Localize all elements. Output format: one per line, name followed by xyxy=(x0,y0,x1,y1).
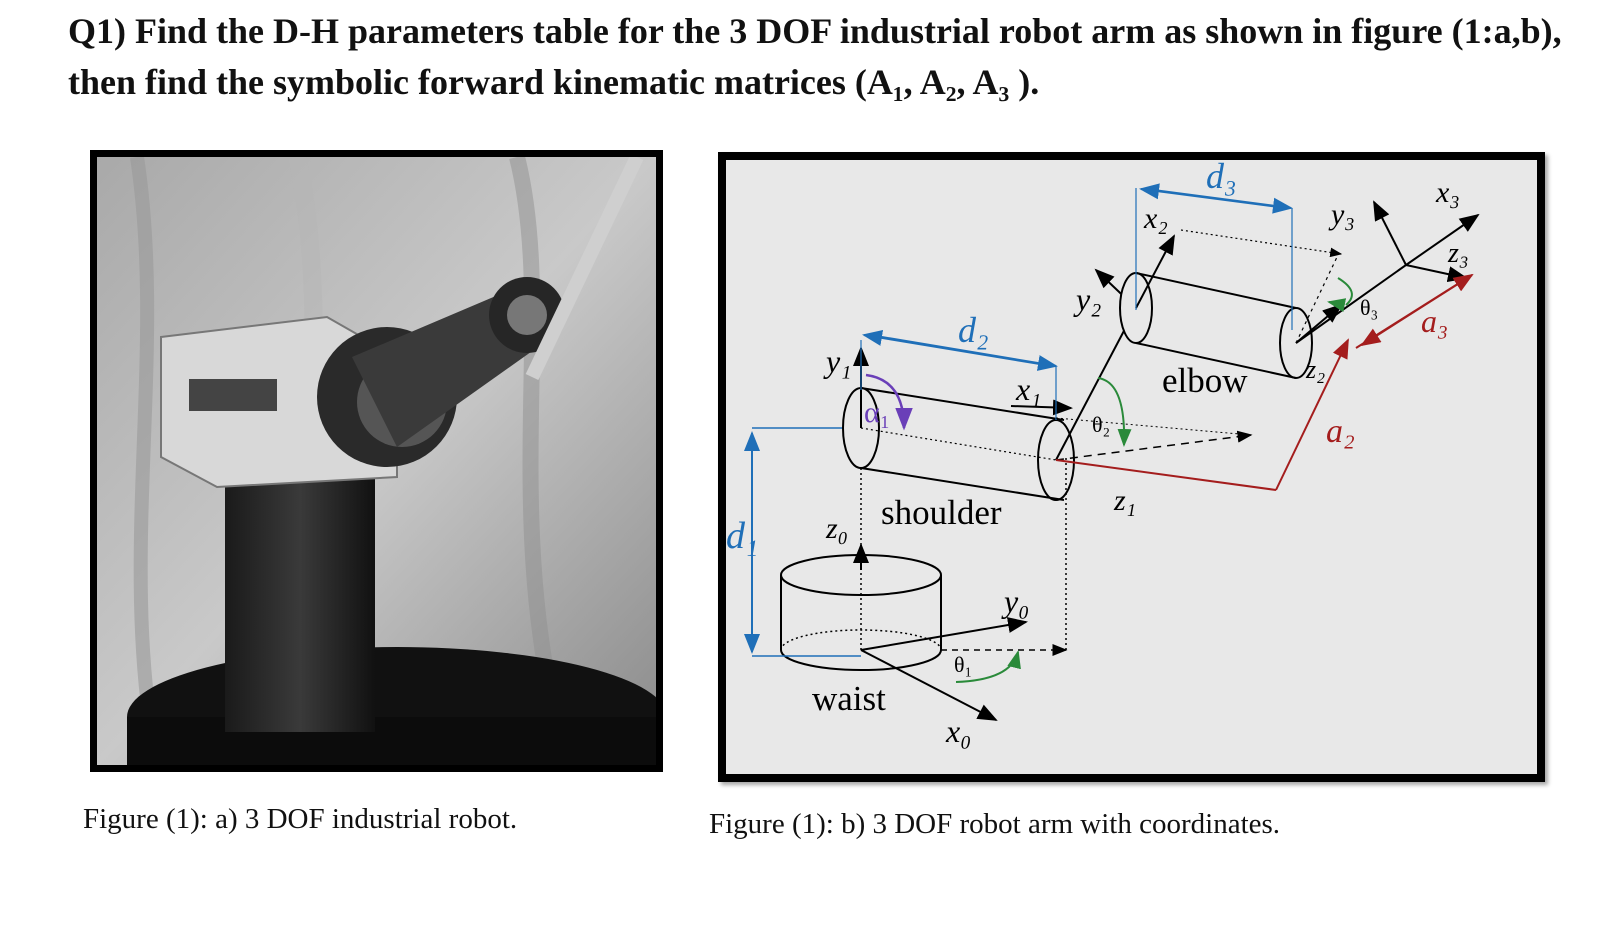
z3-label: z₃ xyxy=(1447,238,1469,269)
d2-label: d₂ xyxy=(958,310,989,350)
a3-label: a₃ xyxy=(1421,303,1448,339)
a2-label: a₂ xyxy=(1326,413,1355,450)
question-text: Q1) Find the D-H parameters table for th… xyxy=(68,11,1562,102)
x0-label: x₀ xyxy=(945,713,971,749)
z2-label: z₂ xyxy=(1305,355,1325,384)
waist-label: waist xyxy=(812,679,886,718)
d1-label: d₁ xyxy=(726,515,758,557)
figure-a-caption: Figure (1): a) 3 DOF industrial robot. xyxy=(83,803,518,835)
elbow-label: elbow xyxy=(1162,361,1248,400)
theta2-label: θ₂ xyxy=(1092,412,1110,437)
robot-arm-diagram: d₁ d₂ d₃ a₂ a₃ y₁ x₁ z₁ z₀ y₀ x₀ y₂ x₂ z… xyxy=(718,152,1545,782)
robot-photo-drawing xyxy=(97,157,656,765)
z1-label: z₁ xyxy=(1113,484,1136,517)
d3-label: d₃ xyxy=(1206,160,1237,196)
y2-label: y₂ xyxy=(1073,281,1101,317)
waist-cylinder xyxy=(780,554,942,671)
z0-label: z₀ xyxy=(825,512,848,545)
y3-label: y₃ xyxy=(1328,198,1355,231)
y0-label: y₀ xyxy=(1001,583,1029,619)
x3-label: x₃ xyxy=(1435,176,1460,209)
diagram-svg: d₁ d₂ d₃ a₂ a₃ y₁ x₁ z₁ z₀ y₀ x₀ y₂ x₂ z… xyxy=(726,156,1480,749)
shoulder-label: shoulder xyxy=(881,493,1002,532)
x1-label: x₁ xyxy=(1015,371,1041,407)
alpha1-label: α₁ xyxy=(864,396,890,429)
y1-label: y₁ xyxy=(823,343,851,379)
x2-label: x₂ xyxy=(1143,202,1168,235)
figure-b-caption: Figure (1): b) 3 DOF robot arm with coor… xyxy=(709,808,1281,840)
theta1-label: θ₁ xyxy=(954,652,972,677)
robot-photo xyxy=(90,150,663,772)
theta3-label: θ₃ xyxy=(1360,295,1378,320)
